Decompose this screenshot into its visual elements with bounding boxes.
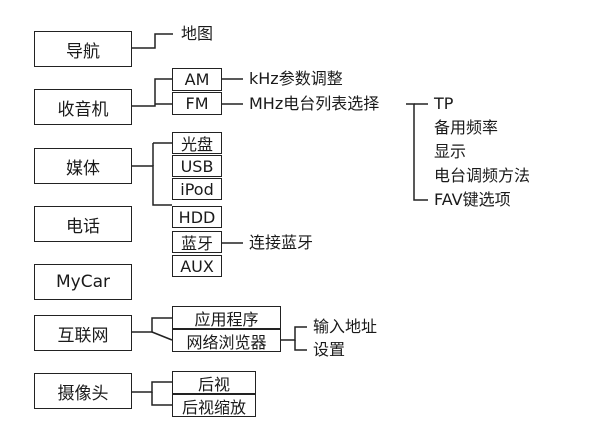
camera-rear-view-zoom-box[interactable]: 后视缩放 xyxy=(172,394,256,417)
main-item-mycar[interactable]: MyCar xyxy=(34,264,132,300)
connector-camera xyxy=(132,381,172,393)
browser-option-enter-address: 输入地址 xyxy=(313,317,378,336)
fm-option-display: 显示 xyxy=(434,142,467,161)
fm-option-fav-key: FAV键选项 xyxy=(434,190,511,209)
connector-browser-options xyxy=(281,326,307,341)
fm-option-tuning-method: 电台调频方法 xyxy=(434,166,531,185)
media-item-cd[interactable]: 光盘 xyxy=(172,132,222,154)
browser-option-settings: 设置 xyxy=(313,340,346,359)
main-item-media[interactable]: 媒体 xyxy=(34,148,132,184)
fm-option-backup-frequency: 备用频率 xyxy=(434,118,499,137)
radio-am-desc: kHz参数调整 xyxy=(249,69,343,88)
connector-nav-map xyxy=(132,33,173,49)
connector-internet-browser xyxy=(151,331,173,341)
connector-fm-options xyxy=(406,103,428,201)
radio-fm-desc: MHz电台列表选择 xyxy=(249,94,380,113)
camera-rear-view-box[interactable]: 后视 xyxy=(172,371,256,394)
main-item-navigation[interactable]: 导航 xyxy=(34,31,132,67)
connector-media-stack xyxy=(132,165,172,206)
connector-browser-settings xyxy=(294,340,307,351)
main-item-phone[interactable]: 电话 xyxy=(34,206,132,242)
connector-camera-zoom xyxy=(151,392,172,406)
internet-browser-box[interactable]: 网络浏览器 xyxy=(172,329,281,352)
media-item-ipod[interactable]: iPod xyxy=(172,178,222,200)
media-item-bluetooth[interactable]: 蓝牙 xyxy=(172,231,222,253)
main-item-radio[interactable]: 收音机 xyxy=(34,89,132,125)
bluetooth-connect-label: 连接蓝牙 xyxy=(249,233,314,252)
connector-internet xyxy=(132,317,172,333)
connector-radio-am-fm xyxy=(132,78,172,107)
radio-am-box[interactable]: AM xyxy=(172,68,222,91)
main-item-camera[interactable]: 摄像头 xyxy=(34,373,132,409)
media-item-usb[interactable]: USB xyxy=(172,155,222,177)
radio-fm-box[interactable]: FM xyxy=(172,92,222,115)
internet-apps-box[interactable]: 应用程序 xyxy=(172,306,281,329)
fm-option-tp: TP xyxy=(434,94,454,113)
media-item-hdd[interactable]: HDD xyxy=(172,206,222,228)
nav-map-label: 地图 xyxy=(181,24,214,43)
media-item-aux[interactable]: AUX xyxy=(172,255,222,277)
main-item-internet[interactable]: 互联网 xyxy=(34,315,132,351)
